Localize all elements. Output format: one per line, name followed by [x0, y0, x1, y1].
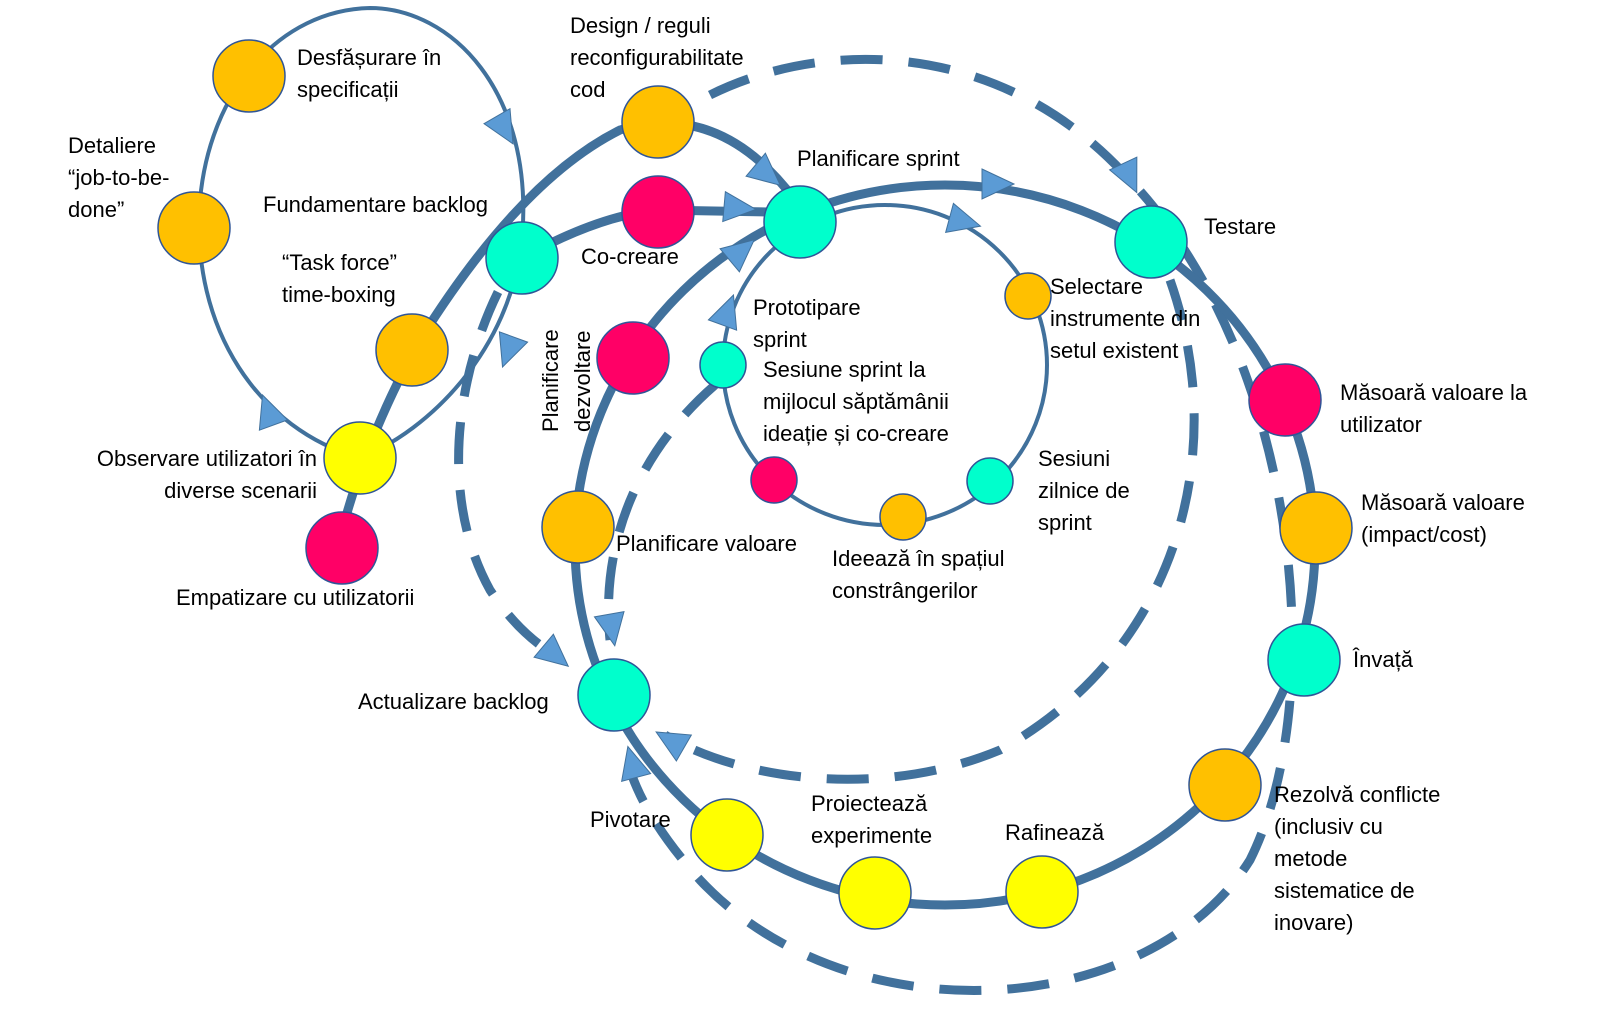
- arrow-icon: [944, 202, 982, 233]
- node-pivotare: [690, 798, 764, 872]
- main-path: [340, 118, 799, 522]
- label-proiecteaza: Proiectează experimente: [811, 791, 933, 848]
- node-rezolva: [1188, 748, 1262, 822]
- discovery-loop: [197, 5, 526, 460]
- label-testare: Testare: [1204, 214, 1277, 239]
- node-invata: [1267, 623, 1341, 697]
- label-observare: Observare utilizatori în diverse scenari…: [96, 446, 317, 503]
- node-detaliere: [157, 191, 231, 265]
- label-sesiune-mijloc: Sesiune sprint la mijlocul săptămânii id…: [763, 357, 949, 446]
- arrow-icon: [745, 152, 782, 187]
- label-sesiuni-zilnice: Sesiuni zilnice de sprint: [1038, 446, 1130, 535]
- node-observare: [323, 421, 397, 495]
- arrow-icon: [258, 393, 289, 431]
- label-co-creare: Co-creare: [581, 244, 679, 269]
- arrow-icon: [483, 107, 514, 145]
- prototype-dashed-arc: [603, 381, 718, 641]
- arrow-icon: [498, 331, 529, 369]
- label-design: Design / reguli reconfigurabilitate cod: [570, 13, 744, 102]
- node-design: [621, 85, 695, 159]
- label-prototipare: Prototipare sprint: [753, 295, 861, 352]
- arrow-icon: [722, 190, 758, 223]
- arrow-icon: [1108, 156, 1138, 194]
- arrow-icon: [593, 611, 625, 647]
- node-sesiune-mijloc: [750, 456, 798, 504]
- node-planificare-dezvoltare: [596, 321, 670, 395]
- node-masoara-impact: [1279, 491, 1353, 565]
- backlog-dashed-arc: [454, 290, 558, 659]
- node-planificare-valoare: [541, 490, 615, 564]
- arrow-icon: [707, 293, 738, 331]
- label-planificare-valoare: Planificare valoare: [616, 531, 797, 556]
- node-sesiuni-zilnice: [966, 457, 1014, 505]
- label-empatizare: Empatizare cu utilizatorii: [176, 585, 415, 610]
- node-proiecteaza: [838, 856, 912, 930]
- label-ideeaza: Ideează în spațiul constrângerilor: [832, 546, 1005, 603]
- label-planificare-sprint: Planificare sprint: [797, 146, 960, 171]
- label-task-force: “Task force” time-boxing: [282, 250, 397, 307]
- label-masoara-impact: Măsoară valoare (impact/cost): [1361, 490, 1525, 547]
- arrow-icon: [621, 745, 652, 783]
- outer-dashed-loop: [625, 54, 1297, 995]
- node-ideeaza: [879, 493, 927, 541]
- node-selectare: [1004, 272, 1052, 320]
- inner-dashed-arc: [662, 278, 1199, 784]
- label-planificare-dezvoltare: Planificare dezvoltare: [538, 329, 595, 432]
- arrow-icon: [981, 168, 1016, 200]
- node-masoara-utilizator: [1248, 363, 1322, 437]
- node-rafineaza: [1005, 855, 1079, 929]
- label-actualizare: Actualizare backlog: [358, 689, 549, 714]
- node-empatizare: [305, 511, 379, 585]
- arrow-icon: [719, 238, 756, 273]
- node-task-force: [375, 313, 449, 387]
- label-rafineaza: Rafinează: [1005, 820, 1105, 845]
- node-prototipare: [699, 341, 747, 389]
- label-rezolva: Rezolvă conflicte (inclusiv cu metode si…: [1274, 782, 1441, 935]
- label-selectare: Selectare instrumente din setul existent: [1050, 274, 1201, 363]
- arrow-icon: [533, 633, 570, 668]
- label-invata: Învață: [1353, 647, 1413, 672]
- node-desfasurare: [212, 39, 286, 113]
- node-actualizare: [577, 658, 651, 732]
- nodes: [157, 39, 1353, 930]
- node-planificare-sprint: [763, 185, 837, 259]
- label-detaliere: Detaliere “job-to-be- done”: [68, 133, 170, 222]
- node-testare: [1114, 205, 1188, 279]
- label-desfasurare: Desfășurare în specificații: [297, 45, 442, 102]
- arrow-icon: [655, 731, 693, 762]
- label-masoara-utilizator: Măsoară valoare la utilizator: [1340, 380, 1528, 437]
- node-co-creare: [621, 175, 695, 249]
- label-fundamentare: Fundamentare backlog: [263, 192, 489, 217]
- arrowheads: [258, 107, 1138, 783]
- node-fundamentare: [485, 221, 559, 295]
- label-pivotare: Pivotare: [590, 807, 671, 832]
